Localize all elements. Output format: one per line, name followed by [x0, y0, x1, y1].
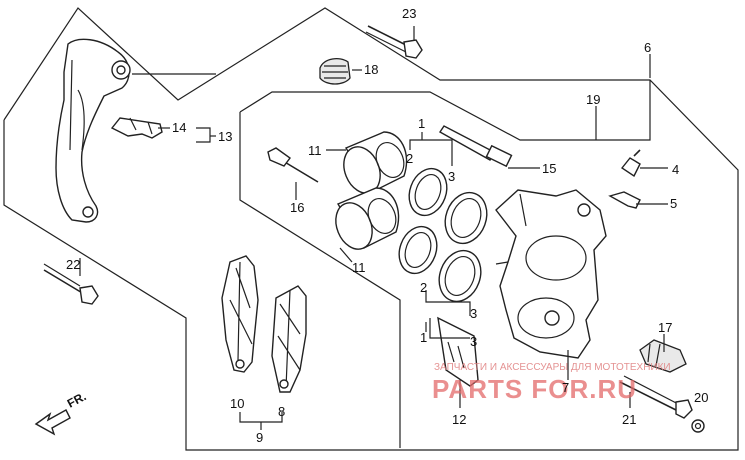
front-direction-arrow: FR. [34, 389, 89, 436]
group-brackets [196, 127, 471, 430]
brake-pad-8 [271, 285, 307, 393]
label-part-13: 13 [218, 129, 232, 144]
caliper-mount-bolt [365, 25, 423, 59]
piston-seals [398, 167, 488, 303]
leader-lines [79, 26, 668, 408]
bleeder-cap [608, 191, 641, 209]
label-part-15: 15 [542, 161, 556, 176]
watermark-logo: PARTS FOR.RU [432, 374, 637, 404]
label-part-8: 8 [278, 404, 285, 419]
pin-boot-17 [639, 339, 687, 373]
bracket-bolt [43, 263, 99, 305]
label-part-1-bottom: 1 [420, 330, 427, 345]
pin-boot [319, 57, 351, 85]
pin-bolt-21 [619, 375, 693, 419]
label-part-7: 7 [562, 380, 569, 395]
label-part-22: 22 [66, 257, 80, 272]
caliper-group-frame [239, 112, 401, 448]
label-part-23: 23 [402, 6, 416, 21]
pad-shim [437, 316, 479, 387]
label-part-2-bottom: 2 [420, 280, 427, 295]
label-part-4: 4 [672, 162, 679, 177]
label-part-3-bottom: 3 [470, 334, 477, 349]
label-part-10: 10 [230, 396, 244, 411]
caliper-group-frame-top [239, 80, 651, 141]
brake-pad-10 [221, 255, 259, 373]
label-part-6: 6 [644, 40, 651, 55]
caliper-bracket [55, 38, 131, 223]
watermark: ЗАПЧАСТИ И АКСЕССУАРЫ ДЛЯ МОТОТЕХНИКИ PA… [432, 362, 671, 404]
label-part-11-bottom: 11 [352, 260, 366, 275]
label-part-1-top: 1 [418, 116, 425, 131]
assembly-frame [3, 7, 739, 451]
label-part-19: 19 [586, 92, 600, 107]
direction-label: FR. [65, 389, 89, 410]
bolt-cap-20 [691, 419, 705, 433]
pad-retainer-spring [110, 117, 163, 139]
label-part-5: 5 [670, 196, 677, 211]
label-part-21: 21 [622, 412, 636, 427]
label-part-20: 20 [694, 390, 708, 405]
label-part-16: 16 [290, 200, 304, 215]
label-part-3-mid: 3 [470, 306, 477, 321]
label-part-14: 14 [172, 120, 186, 135]
slide-pin [438, 125, 513, 168]
label-part-11-top: 11 [308, 143, 322, 158]
bleeder-valve [620, 149, 641, 178]
label-part-2-top: 2 [406, 151, 413, 166]
label-part-17: 17 [658, 320, 672, 335]
pin-bolt-16 [267, 147, 319, 183]
caliper-body [495, 189, 607, 359]
label-part-18: 18 [364, 62, 378, 77]
piston-lower [335, 187, 400, 250]
label-part-9: 9 [256, 430, 263, 445]
piston-upper [343, 131, 408, 194]
label-part-3-top: 3 [448, 169, 455, 184]
watermark-tagline: ЗАПЧАСТИ И АКСЕССУАРЫ ДЛЯ МОТОТЕХНИКИ [434, 362, 671, 373]
label-part-12: 12 [452, 412, 466, 427]
